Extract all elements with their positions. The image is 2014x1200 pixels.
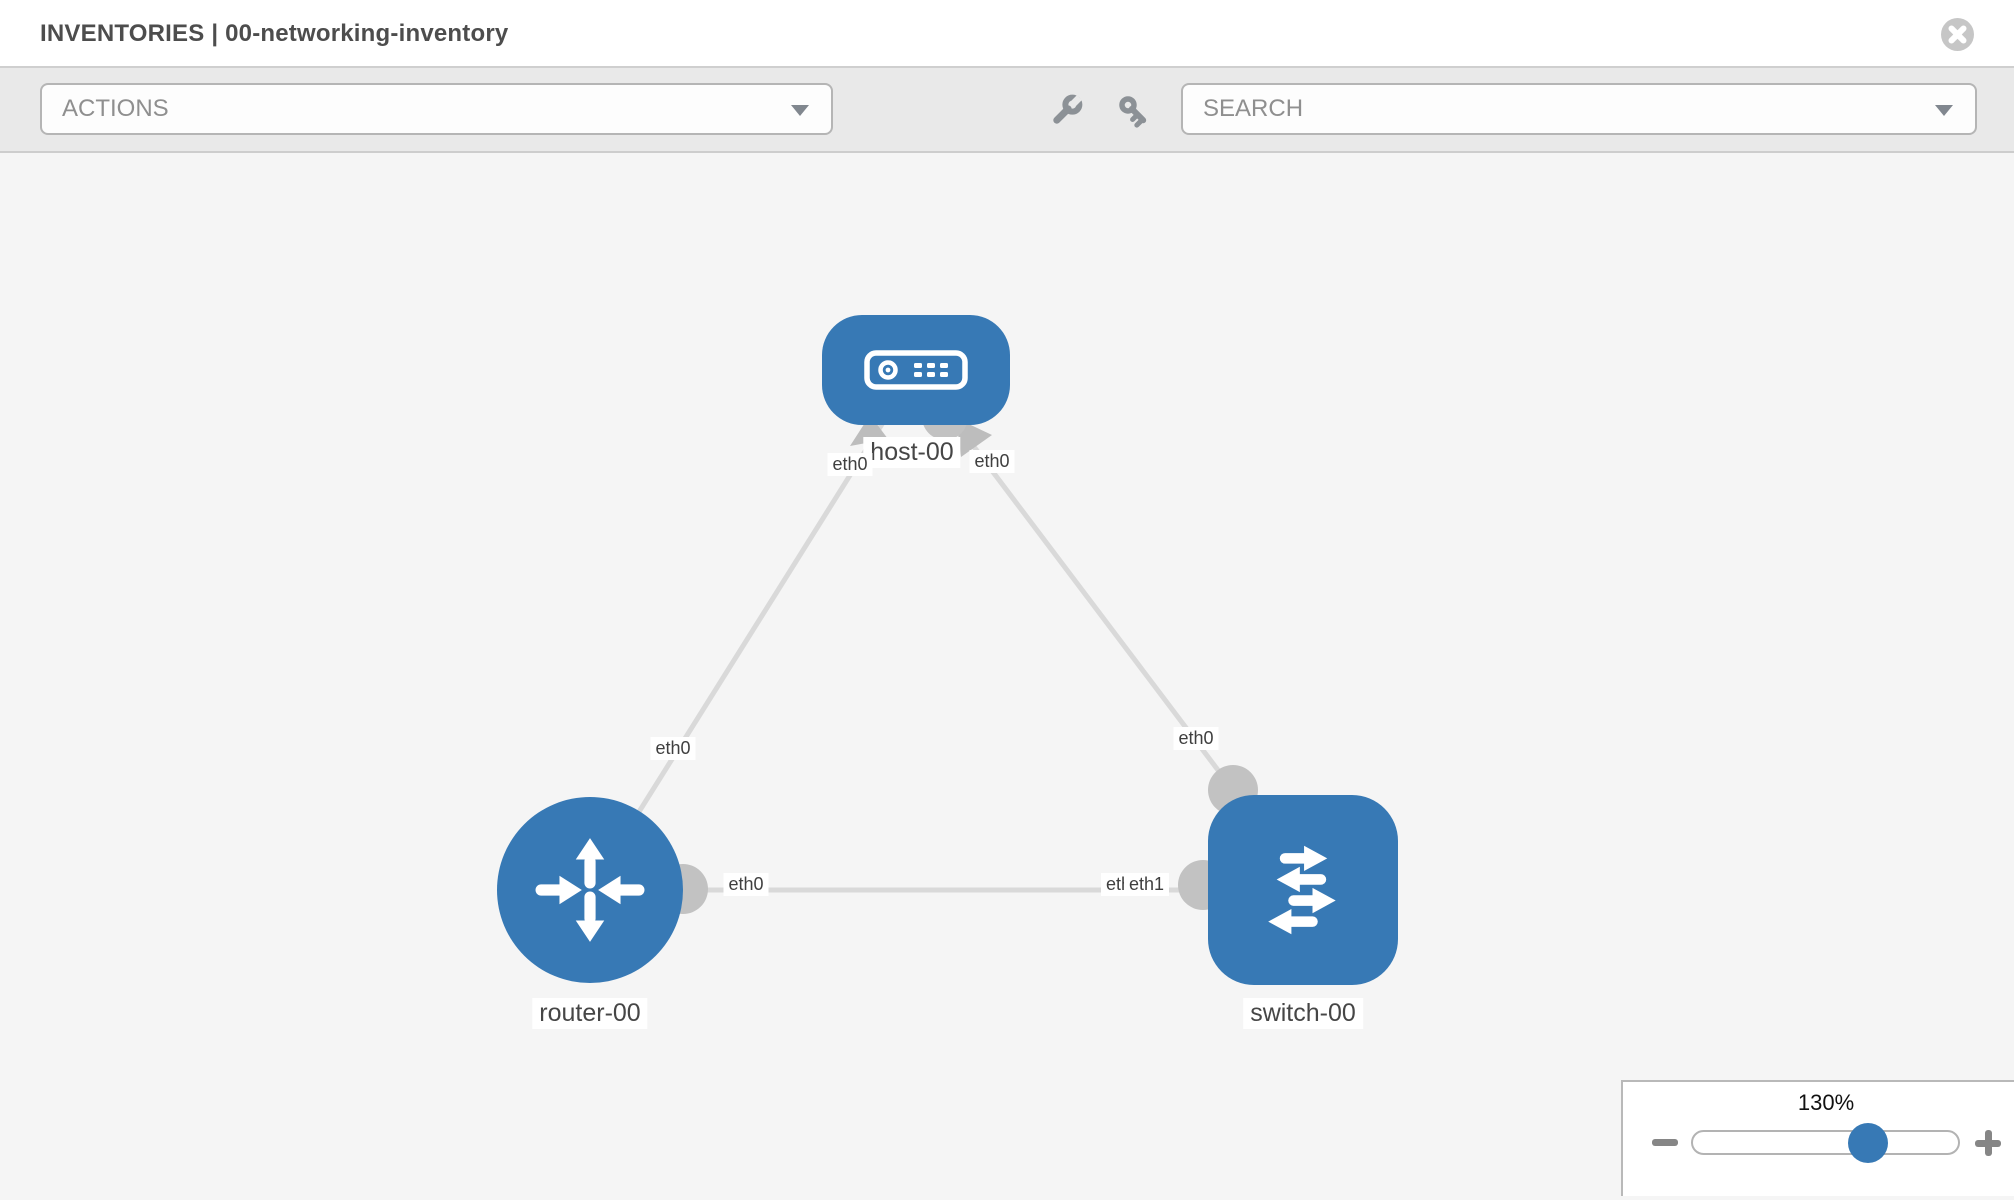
if-label-host-router-eth0: eth0 bbox=[650, 737, 696, 760]
chevron-down-icon bbox=[1935, 105, 1953, 116]
zoom-panel: 130% bbox=[1621, 1080, 2014, 1196]
toolbar: ACTIONS SEARCH bbox=[0, 68, 2014, 153]
search-dropdown[interactable]: SEARCH bbox=[1181, 83, 1977, 135]
node-label-switch-00[interactable]: switch-00 bbox=[1243, 998, 1363, 1029]
zoom-in-button[interactable] bbox=[1975, 1130, 2001, 1156]
if-label-switch-eth1: eth1 bbox=[1124, 873, 1170, 896]
node-router-00[interactable] bbox=[497, 797, 683, 983]
actions-dropdown[interactable]: ACTIONS bbox=[40, 83, 833, 135]
if-label-host-eth0-right: eth0 bbox=[969, 450, 1015, 473]
node-label-host-00[interactable]: host-00 bbox=[863, 437, 961, 468]
zoom-slider-thumb[interactable] bbox=[1848, 1123, 1888, 1163]
actions-dropdown-label: ACTIONS bbox=[62, 95, 169, 122]
chevron-down-icon bbox=[791, 105, 809, 116]
header: INVENTORIES | 00-networking-inventory bbox=[0, 0, 2014, 68]
node-host-00[interactable] bbox=[822, 315, 1010, 425]
page-title: INVENTORIES | 00-networking-inventory bbox=[40, 20, 509, 47]
if-label-host-eth0-left: eth0 bbox=[827, 453, 873, 476]
switch-icon bbox=[1268, 845, 1336, 935]
zoom-level: 130% bbox=[1797, 1090, 1855, 1115]
router-icon bbox=[535, 838, 645, 942]
wrench-icon[interactable] bbox=[1048, 93, 1084, 129]
close-icon bbox=[1941, 18, 1974, 51]
if-label-router-eth0: eth0 bbox=[723, 873, 769, 896]
zoom-out-button[interactable] bbox=[1652, 1139, 1678, 1146]
topology-links-layer bbox=[587, 368, 1303, 914]
search-dropdown-label: SEARCH bbox=[1203, 95, 1304, 122]
node-switch-00[interactable] bbox=[1208, 795, 1398, 985]
close-button[interactable] bbox=[1941, 18, 1974, 51]
topology-canvas[interactable]: host-00 router-00 switch-00 eth0 eth0 et… bbox=[0, 153, 2014, 1196]
if-label-host-switch-eth0: eth0 bbox=[1173, 727, 1219, 750]
node-label-router-00[interactable]: router-00 bbox=[532, 998, 648, 1029]
key-icon[interactable] bbox=[1116, 93, 1152, 129]
zoom-slider[interactable] bbox=[1691, 1123, 1960, 1163]
host-icon bbox=[864, 350, 968, 390]
